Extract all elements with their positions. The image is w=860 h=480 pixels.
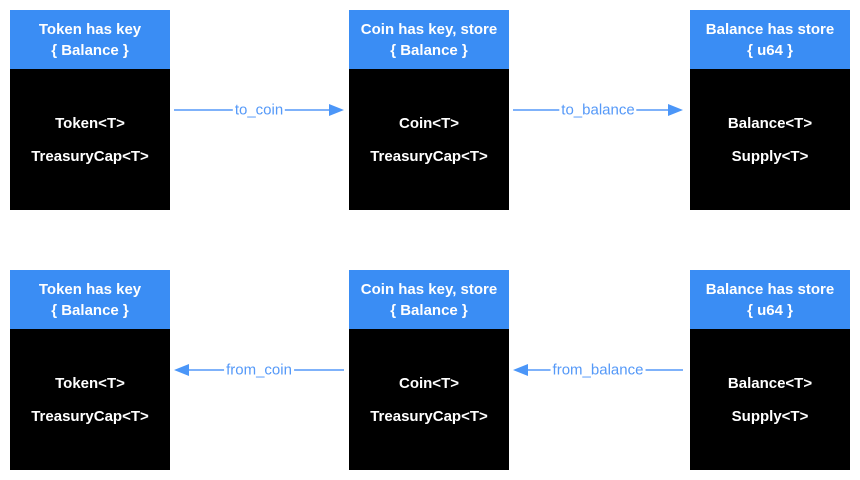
- arrow-label: to_balance: [559, 101, 637, 119]
- box-header: Token has key { Balance }: [10, 270, 170, 329]
- box-title: Balance has store: [705, 280, 835, 298]
- box-coin-top: Coin has key, store { Balance } Coin<T> …: [349, 10, 509, 210]
- box-token-top: Token has key { Balance } Token<T> Treas…: [10, 10, 170, 210]
- box-subtitle: { Balance }: [390, 301, 468, 319]
- arrow-to-coin: to_coin: [174, 98, 344, 122]
- box-body: Balance<T> Supply<T>: [690, 69, 850, 210]
- box-balance-top: Balance has store { u64 } Balance<T> Sup…: [690, 10, 850, 210]
- box-title: Token has key: [38, 20, 142, 38]
- box-header: Balance has store { u64 }: [690, 10, 850, 69]
- box-subtitle: { u64 }: [747, 41, 793, 59]
- box-field: Coin<T>: [398, 114, 459, 132]
- box-body: Token<T> TreasuryCap<T>: [10, 69, 170, 210]
- box-field: TreasuryCap<T>: [370, 147, 488, 165]
- box-field: Balance<T>: [727, 374, 813, 392]
- box-coin-bottom: Coin has key, store { Balance } Coin<T> …: [349, 270, 509, 470]
- box-token-bottom: Token has key { Balance } Token<T> Treas…: [10, 270, 170, 470]
- box-field: Token<T>: [55, 374, 125, 392]
- box-body: Coin<T> TreasuryCap<T>: [349, 329, 509, 470]
- box-field: TreasuryCap<T>: [31, 147, 149, 165]
- arrow-label: to_coin: [232, 101, 286, 119]
- box-body: Balance<T> Supply<T>: [690, 329, 850, 470]
- box-subtitle: { Balance }: [390, 41, 468, 59]
- arrow-from-balance: from_balance: [513, 358, 683, 382]
- box-subtitle: { Balance }: [51, 301, 129, 319]
- box-subtitle: { Balance }: [51, 41, 129, 59]
- box-header: Balance has store { u64 }: [690, 270, 850, 329]
- box-balance-bottom: Balance has store { u64 } Balance<T> Sup…: [690, 270, 850, 470]
- box-body: Coin<T> TreasuryCap<T>: [349, 69, 509, 210]
- box-title: Token has key: [38, 280, 142, 298]
- arrow-label: from_coin: [224, 361, 294, 379]
- box-field: Token<T>: [55, 114, 125, 132]
- box-title: Coin has key, store: [360, 20, 498, 38]
- box-header: Coin has key, store { Balance }: [349, 10, 509, 69]
- arrow-to-balance: to_balance: [513, 98, 683, 122]
- box-body: Token<T> TreasuryCap<T>: [10, 329, 170, 470]
- box-title: Balance has store: [705, 20, 835, 38]
- box-subtitle: { u64 }: [747, 301, 793, 319]
- box-field: Balance<T>: [727, 114, 813, 132]
- box-field: Coin<T>: [398, 374, 459, 392]
- box-title: Coin has key, store: [360, 280, 498, 298]
- arrow-from-coin: from_coin: [174, 358, 344, 382]
- box-header: Coin has key, store { Balance }: [349, 270, 509, 329]
- box-field: Supply<T>: [731, 407, 809, 425]
- box-header: Token has key { Balance }: [10, 10, 170, 69]
- box-field: Supply<T>: [731, 147, 809, 165]
- box-field: TreasuryCap<T>: [370, 407, 488, 425]
- arrow-label: from_balance: [550, 361, 646, 379]
- box-field: TreasuryCap<T>: [31, 407, 149, 425]
